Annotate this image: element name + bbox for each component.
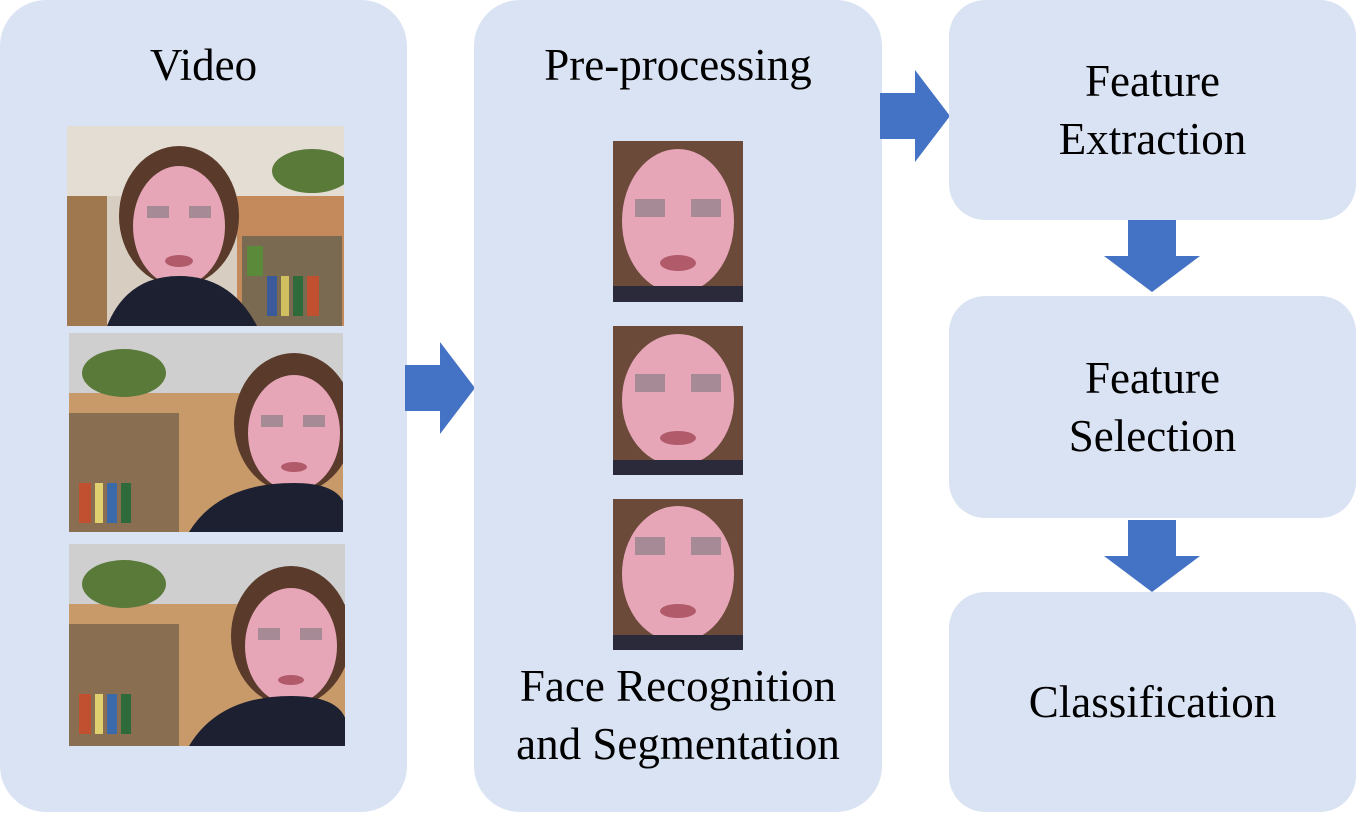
- classification-label: Classification: [1028, 677, 1277, 727]
- feature-selection-label: Feature Selection: [1068, 353, 1237, 461]
- arrow-extraction-to-selection: [1104, 220, 1200, 292]
- preprocessing-caption: Face Recognition and Segmentation: [516, 661, 840, 769]
- face-crop-1: [613, 141, 743, 302]
- video-panel: Video: [0, 0, 407, 812]
- face-crop-3: [613, 499, 743, 650]
- video-frame-3: [69, 544, 345, 746]
- feature-extraction-label: Feature Extraction: [1058, 56, 1247, 164]
- video-frame-1: [67, 126, 344, 326]
- feature-selection-box: Feature Selection: [949, 296, 1356, 518]
- video-frame-2: [69, 333, 343, 532]
- arrow-preprocessing-to-feature-extraction: [880, 70, 950, 162]
- preprocessing-panel-title: Pre-processing: [544, 40, 812, 90]
- face-crop-2: [613, 326, 743, 475]
- feature-extraction-box: Feature Extraction: [949, 0, 1356, 220]
- arrow-video-to-preprocessing: [405, 342, 475, 434]
- preprocessing-panel: Pre-processing Face: [474, 0, 882, 812]
- arrow-selection-to-classification: [1104, 520, 1200, 592]
- video-panel-title: Video: [149, 40, 258, 90]
- classification-box: Classification: [949, 592, 1356, 812]
